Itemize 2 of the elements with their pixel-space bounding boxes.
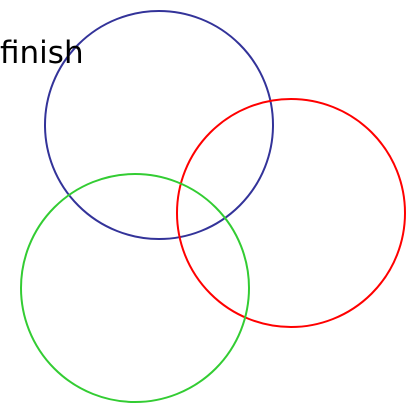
circle-outline: [20, 173, 250, 403]
circle-outline: [176, 98, 406, 328]
